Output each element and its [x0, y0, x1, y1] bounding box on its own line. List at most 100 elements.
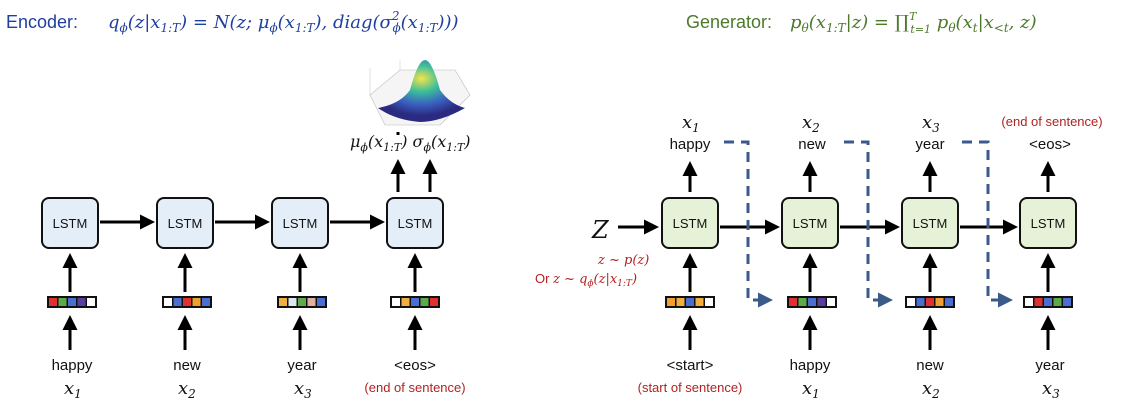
- svg-text:LSTM: LSTM: [53, 216, 88, 231]
- gen-output-eos-note: (end of sentence): [1001, 114, 1102, 129]
- gen-input-word-2: happy: [790, 357, 831, 374]
- encoder-title: Encoder: qϕ(z|x1:T) = N(z; μϕ(x1:T), dia…: [6, 9, 459, 35]
- gen-output-var-1: x1: [682, 112, 700, 135]
- generator-embedding-1-cell: [695, 298, 704, 306]
- encoder-embedding-1: [47, 296, 97, 308]
- generator-embedding-4: [1023, 296, 1073, 308]
- encoder-cells: LSTM LSTM LSTM LSTM: [41, 197, 444, 249]
- generator-embedding-3-cell: [907, 298, 915, 306]
- z-posterior-note: Or z ~ qϕ(z|x1:T): [535, 271, 637, 289]
- encoder-embedding-1-cell: [68, 298, 76, 306]
- encoder-embedding-4-cell: [420, 298, 429, 306]
- generator-embedding-4-cell: [1053, 298, 1062, 306]
- encoder-lstm-2: LSTM: [156, 197, 214, 249]
- encoder-embedding-1-cell: [49, 298, 57, 306]
- generator-lstm-2: LSTM: [781, 197, 839, 249]
- generator-embedding-2-cell: [817, 298, 826, 306]
- encoder-title-label: Encoder:: [6, 12, 78, 32]
- gen-output-word-3: year: [915, 136, 944, 153]
- svg-text:LSTM: LSTM: [168, 216, 203, 231]
- generator-cells: LSTM LSTM LSTM LSTM: [661, 197, 1077, 249]
- encoder-input-arrows: [62, 253, 423, 350]
- generator-embedding-2-cell: [827, 298, 835, 306]
- encoder-var-2: x2: [178, 378, 196, 401]
- generator-embedding-2-cell: [808, 298, 816, 306]
- encoder-embedding-3-cell: [307, 298, 316, 306]
- generator-embedding-1-cell: [676, 298, 685, 306]
- gen-input-word-3: new: [916, 357, 944, 374]
- encoder-embedding-4-cell: [430, 298, 438, 306]
- gen-input-var-4: x3: [1042, 378, 1060, 401]
- encoder-embedding-3-cell: [279, 298, 287, 306]
- encoder-embedding-3-cell: [317, 298, 325, 306]
- encoder-embedding-2-cell: [183, 298, 191, 306]
- generator-embedding-3-cell: [945, 298, 953, 306]
- gen-input-var-3: x2: [922, 378, 940, 401]
- encoder-words: happy new year <eos>: [52, 357, 437, 374]
- generator-lstm-1: LSTM: [661, 197, 719, 249]
- encoder-embedding-1-cell: [77, 298, 86, 306]
- gen-input-var-2: x1: [802, 378, 820, 401]
- generator-embedding-4-cell: [1044, 298, 1052, 306]
- encoder-lstm-1: LSTM: [41, 197, 99, 249]
- encoder-embedding-4: [390, 296, 440, 308]
- mu-sigma-label: μϕ(x1:T) σϕ(x1:T): [350, 132, 471, 154]
- encoder-var-3: x3: [294, 378, 312, 401]
- generator-embedding-3-cell: [935, 298, 944, 306]
- generator-embedding-2-cell: [789, 298, 797, 306]
- encoder-embedding-2-cell: [173, 298, 182, 306]
- encoder-lstm-4: LSTM: [386, 197, 444, 249]
- encoder-eos-note: (end of sentence): [364, 380, 465, 395]
- svg-text:LSTM: LSTM: [793, 216, 828, 231]
- encoder-output-arrows: [390, 132, 438, 192]
- encoder-embedding-4-cell: [392, 298, 400, 306]
- encoder-vars: x1 x2 x3 (end of sentence): [64, 378, 466, 401]
- svg-text:LSTM: LSTM: [1031, 216, 1066, 231]
- generator-embedding-3-cell: [916, 298, 925, 306]
- encoder-embedding-3-cell: [288, 298, 297, 306]
- encoder-embedding-4-cell: [401, 298, 410, 306]
- encoder-word-4: <eos>: [394, 357, 436, 374]
- encoder-embedding-2-cell: [202, 298, 210, 306]
- generator-embedding-1-cell: [667, 298, 675, 306]
- z-prior-note: z ~ p(z): [597, 253, 649, 268]
- encoder-embedding-2-cell: [164, 298, 172, 306]
- svg-text:LSTM: LSTM: [673, 216, 708, 231]
- encoder-word-3: year: [287, 357, 316, 374]
- gen-input-word-1: <start>: [667, 357, 714, 374]
- encoder-lstm-3: LSTM: [271, 197, 329, 249]
- svg-text:LSTM: LSTM: [913, 216, 948, 231]
- generator-embeddings: [665, 296, 1073, 308]
- encoder-embedding-4-cell: [411, 298, 419, 306]
- encoder-embedding-2-cell: [192, 298, 201, 306]
- encoder-word-2: new: [173, 357, 201, 374]
- feedback-dashed-arrows: [724, 140, 1013, 308]
- generator-title-label: Generator:: [686, 12, 772, 32]
- encoder-embedding-2: [162, 296, 212, 308]
- gaussian-plot-icon: [369, 60, 471, 126]
- gen-input-word-4: year: [1035, 357, 1064, 374]
- generator-lstm-4: LSTM: [1019, 197, 1077, 249]
- z-label: Z: [591, 216, 610, 244]
- generator-embedding-3: [905, 296, 955, 308]
- encoder-embedding-3: [277, 296, 327, 308]
- generator-input-arrows: [682, 253, 1056, 350]
- generator-lstm-3: LSTM: [901, 197, 959, 249]
- encoder-var-1: x1: [64, 378, 82, 401]
- svg-text:LSTM: LSTM: [398, 216, 433, 231]
- encoder-embedding-1-cell: [58, 298, 67, 306]
- gen-output-word-1: happy: [670, 136, 711, 153]
- generator-embedding-3-cell: [926, 298, 934, 306]
- generator-embedding-2: [787, 296, 837, 308]
- generator-embedding-4-cell: [1063, 298, 1071, 306]
- generator-embedding-4-cell: [1025, 298, 1033, 306]
- encoder-embeddings: [47, 296, 440, 308]
- svg-text:LSTM: LSTM: [283, 216, 318, 231]
- gen-output-var-3: x3: [922, 112, 940, 135]
- generator-embedding-1-cell: [686, 298, 694, 306]
- gen-output-var-2: x2: [802, 112, 820, 135]
